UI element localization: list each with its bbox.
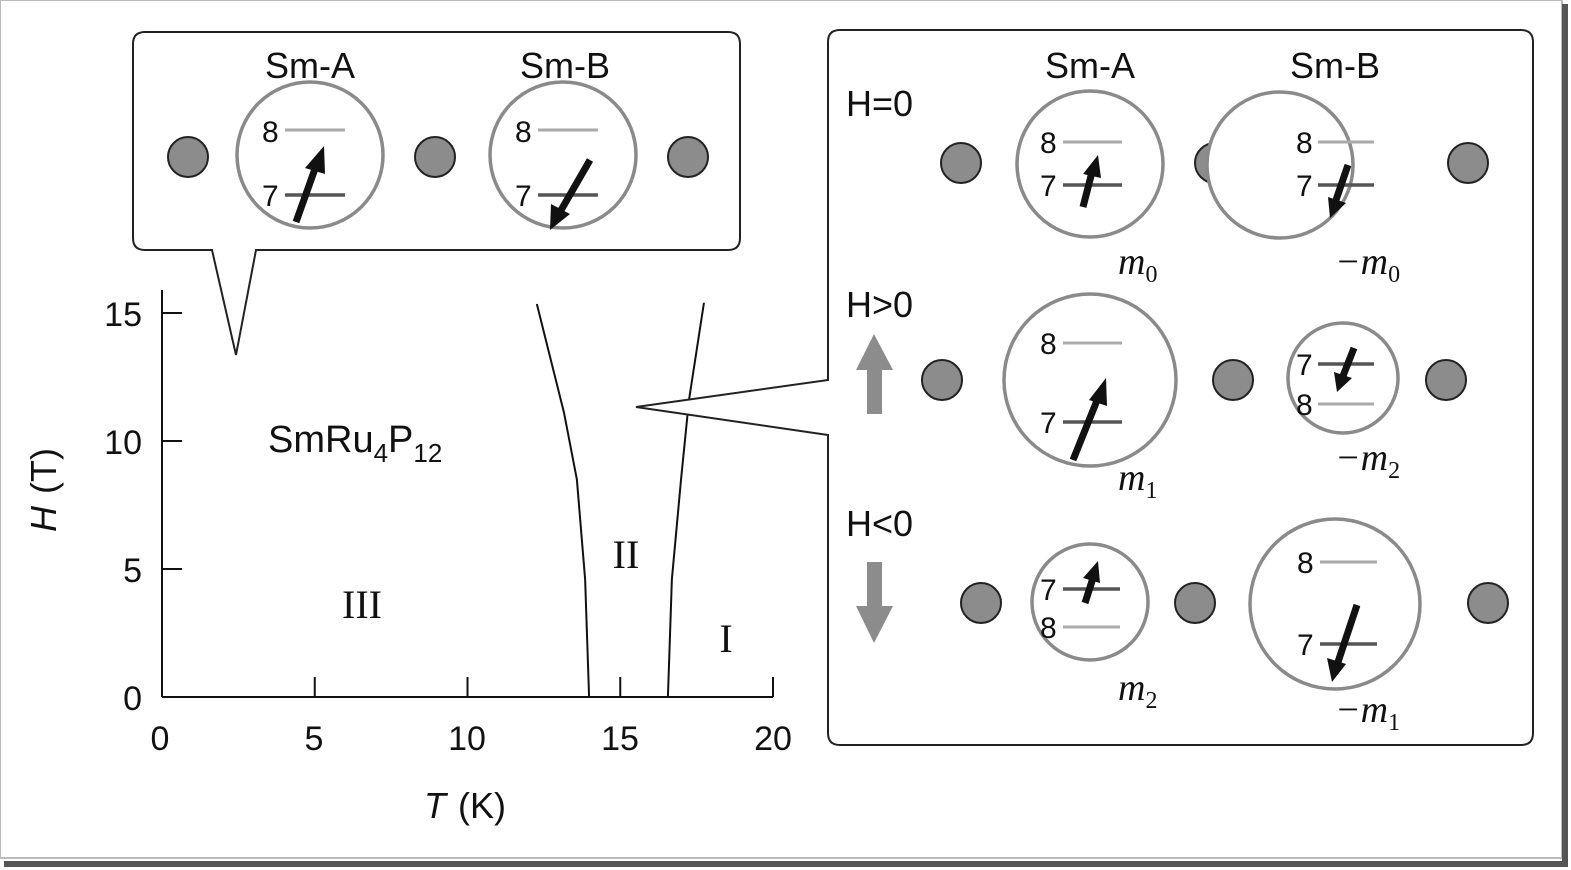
condition-label: H>0 [846, 284, 913, 325]
sm-b-site [488, 80, 638, 230]
svg-text:7: 7 [1040, 407, 1057, 440]
level-label: 8 [262, 116, 279, 149]
condition-label: H=0 [846, 83, 913, 124]
y-tick-label: 5 [123, 552, 142, 590]
field-up-arrow-icon [856, 334, 893, 414]
svg-text:8: 8 [1040, 127, 1057, 160]
moment-label: −m0 [1335, 241, 1400, 288]
x-tick-label: 0 [151, 720, 170, 758]
ion-dot [167, 136, 209, 178]
moment-arrow-up-icon [292, 146, 325, 224]
moment-arrow-down-icon [1328, 163, 1352, 218]
svg-text:7: 7 [1297, 629, 1314, 662]
phase-diagram: 0 5 10 15 0 5 10 15 20 T(K) H(T) SmRu4P1… [23, 290, 792, 826]
y-tick-label: 10 [104, 424, 142, 462]
sm-a-site [235, 80, 385, 230]
compound-label: SmRu4P12 [268, 419, 442, 468]
svg-text:8: 8 [1040, 328, 1057, 361]
moment-label: m0 [1118, 241, 1157, 288]
ion-dot [414, 136, 456, 178]
moment-label: m2 [1118, 667, 1157, 714]
svg-text:7: 7 [1296, 170, 1313, 203]
level-label: 8 [515, 116, 532, 149]
x-tick-label: 5 [305, 720, 324, 758]
moment-label: −m2 [1335, 437, 1400, 484]
x-tick-label: 15 [601, 720, 639, 758]
phase-boundary-line [535, 303, 591, 698]
sm-a-site [1002, 292, 1178, 468]
moment-arrow-down-icon [1327, 603, 1361, 682]
site-b-label: Sm-B [520, 45, 610, 86]
y-tick-label: 0 [123, 680, 142, 718]
svg-text:7: 7 [1040, 170, 1057, 203]
level-label: 7 [515, 180, 532, 213]
moment-arrow-down-icon [550, 158, 594, 230]
field-down-arrow-icon [856, 562, 893, 643]
x-tick-label: 10 [448, 720, 486, 758]
moment-arrow-up-icon [1079, 155, 1101, 208]
site-a-label: Sm-A [1045, 45, 1135, 86]
phase-label-I: I [719, 616, 732, 661]
svg-text:7: 7 [1040, 574, 1057, 607]
moment-arrow-down-icon [1334, 346, 1358, 392]
level-label: 7 [262, 180, 279, 213]
sm-b-site [1205, 90, 1355, 240]
svg-text:7: 7 [1296, 349, 1313, 382]
sm-a-site [1015, 89, 1165, 239]
y-axis-label: H(T) [23, 448, 64, 532]
x-axis-label: T(K) [424, 785, 506, 826]
phase-label-II: II [613, 532, 640, 577]
phase-boundary-line [666, 302, 705, 698]
moment-arrow-up-icon [1081, 561, 1100, 605]
svg-text:8: 8 [1297, 547, 1314, 580]
phase-label-III: III [342, 582, 382, 627]
sm-b-site [1248, 517, 1422, 691]
y-tick-label: 15 [104, 296, 142, 334]
svg-text:8: 8 [1040, 612, 1057, 645]
moment-label: −m1 [1335, 689, 1400, 736]
x-tick-label: 20 [754, 720, 792, 758]
moment-label: m1 [1118, 457, 1157, 504]
condition-label: H<0 [846, 503, 913, 544]
sm-a-site [1030, 542, 1150, 662]
inset-field-dependence: Sm-A Sm-B H=0 H>0 H<0 8 7 8 7 m0 −m0 8 7 7 8… [635, 29, 1534, 746]
svg-text:8: 8 [1296, 127, 1313, 160]
ion-dot [667, 136, 709, 178]
moment-arrow-up-icon [1069, 378, 1107, 462]
svg-text:8: 8 [1296, 389, 1313, 422]
site-a-label: Sm-A [265, 45, 355, 86]
inset-zero-field: Sm-A Sm-B 8 7 8 7 [132, 31, 741, 356]
site-b-label: Sm-B [1290, 45, 1380, 86]
